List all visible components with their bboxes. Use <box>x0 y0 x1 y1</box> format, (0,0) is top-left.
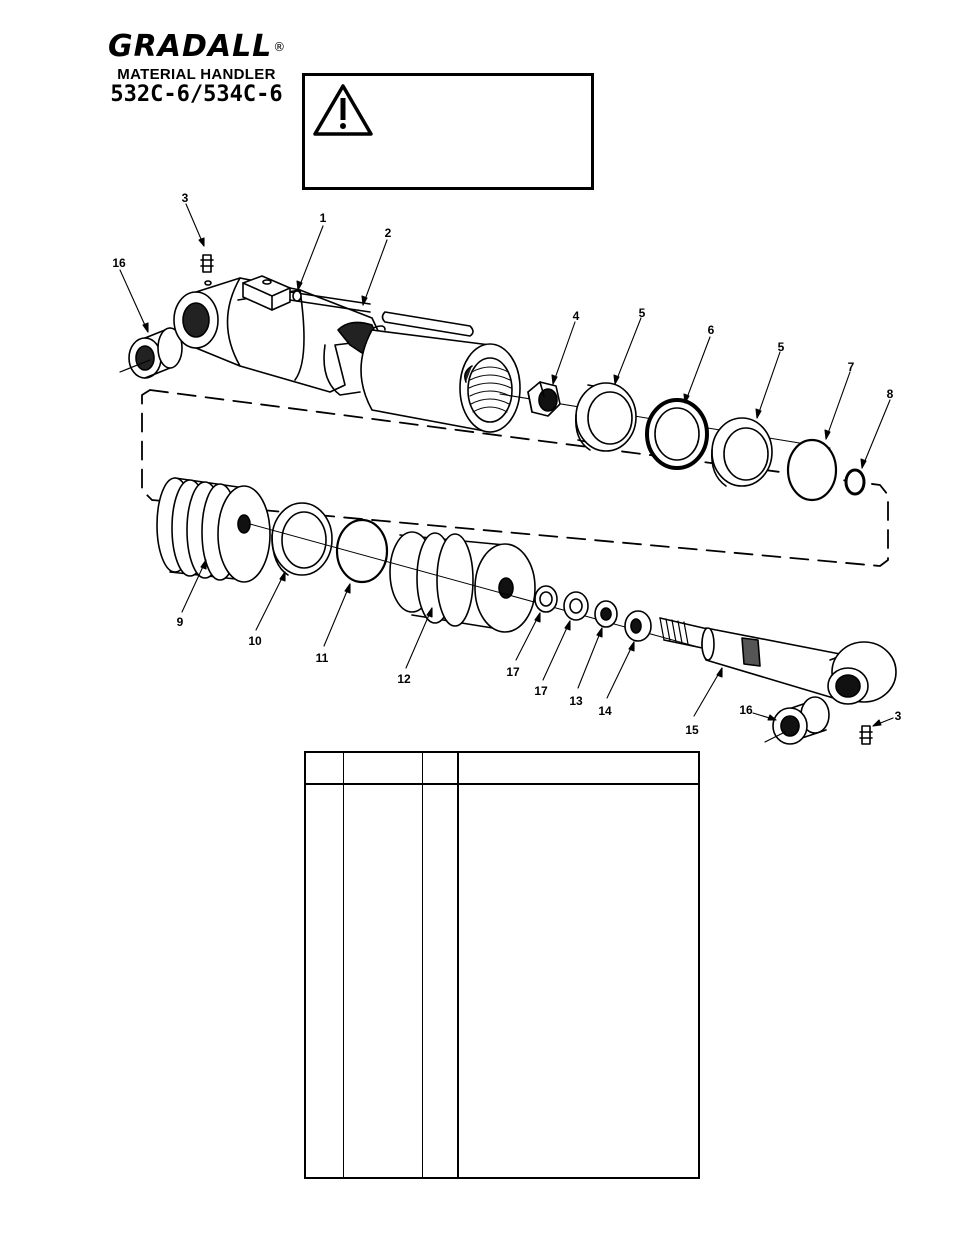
callout-label: 2 <box>384 226 392 240</box>
callout-label: 17 <box>534 684 548 698</box>
callout-label: 5 <box>777 340 785 354</box>
callout-label: 6 <box>707 323 715 337</box>
part-17-ring-b <box>563 591 589 621</box>
column-divider <box>457 753 459 1177</box>
callout-label: 14 <box>598 704 612 718</box>
parts-list-table <box>304 751 700 1179</box>
warning-box <box>302 73 594 190</box>
callout-leaders <box>119 203 894 727</box>
part-15-rod <box>659 617 897 705</box>
callout-label: 9 <box>176 615 184 629</box>
brand-logo: GRADALL® <box>108 29 287 64</box>
part-5-bearing-right <box>710 417 773 487</box>
callout-label: 1 <box>319 211 327 225</box>
callout-label: 16 <box>112 256 126 270</box>
callout-label: 3 <box>181 191 189 205</box>
callout-label: 16 <box>739 703 753 717</box>
callout-label: 13 <box>569 694 583 708</box>
part-6-seal <box>645 398 709 470</box>
part-9-piston <box>156 477 271 583</box>
part-16-bushing-right <box>764 696 830 745</box>
callout-label: 10 <box>248 634 262 648</box>
centerline-bottom <box>249 523 761 665</box>
part-8-ring <box>844 468 866 496</box>
part-5-bearing-left <box>574 382 637 452</box>
callout-label: 3 <box>894 709 902 723</box>
part-17-ring-a <box>534 585 558 613</box>
header-rule <box>306 783 698 785</box>
registered-mark: ® <box>273 40 287 54</box>
callout-label: 11 <box>315 651 329 665</box>
callout-label: 7 <box>847 360 855 374</box>
part-10-wear-ring <box>271 502 333 576</box>
document-subtitle: MATERIAL HANDLER <box>117 66 276 83</box>
part-4-nut <box>527 381 561 417</box>
part-1-cylinder-barrel <box>173 275 386 396</box>
callout-label: 17 <box>506 665 520 679</box>
model-number: 532C-6/534C-6 <box>110 82 283 107</box>
cylinder-barrel-head <box>360 329 521 433</box>
callout-label: 12 <box>397 672 411 686</box>
callout-label: 15 <box>685 723 699 737</box>
callout-label: 5 <box>638 306 646 320</box>
column-divider <box>343 753 344 1177</box>
part-16-bushing-left <box>119 327 183 379</box>
warning-triangle-icon <box>313 84 373 136</box>
dashed-assembly-path <box>141 389 889 567</box>
callout-label: 8 <box>886 387 894 401</box>
column-divider <box>422 753 423 1177</box>
part-13-ring <box>594 600 618 628</box>
exploded-parts-diagram <box>119 203 897 745</box>
brand-name: GRADALL <box>108 29 273 64</box>
part-11-o-ring <box>335 518 389 584</box>
callout-label: 4 <box>572 309 580 323</box>
part-14-spacer <box>624 610 652 642</box>
part-3-grease-fitting-right <box>859 725 873 745</box>
part-2-tube <box>381 311 474 337</box>
part-3-grease-fitting-left <box>200 254 214 286</box>
part-7-o-ring <box>786 438 838 502</box>
